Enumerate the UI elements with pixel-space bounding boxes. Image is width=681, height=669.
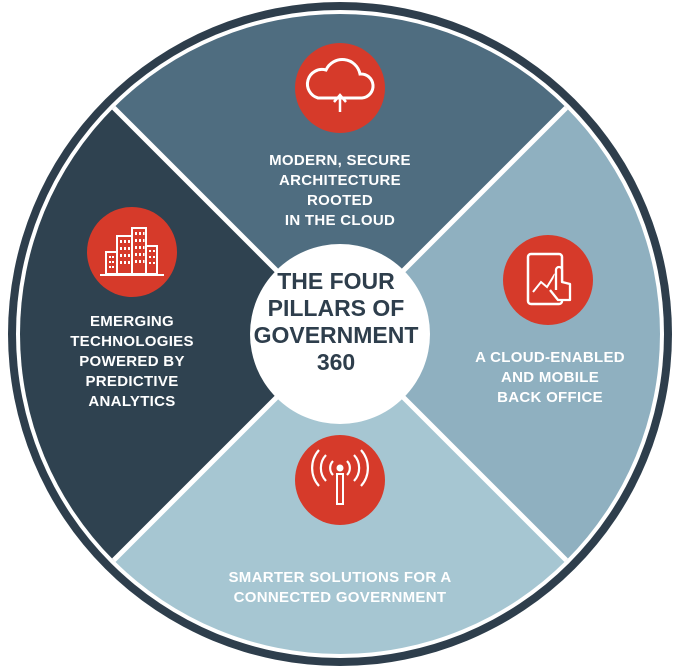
center-title: THE FOUR PILLARS OF GOVERNMENT 360	[253, 268, 419, 375]
pillar-left-label: EMERGING TECHNOLOGIES POWERED BY PREDICT…	[70, 313, 194, 410]
pillar-bottom-label: SMARTER SOLUTIONS FOR A CONNECTED GOVERN…	[228, 569, 452, 606]
tablet-touch-icon	[503, 235, 593, 325]
pillar-top-label: MODERN, SECURE ARCHITECTURE ROOTED IN TH…	[269, 152, 411, 229]
cloud-upload-icon	[295, 43, 385, 133]
center-circle	[250, 244, 430, 424]
pillar-right-label: A CLOUD-ENABLED AND MOBILE BACK OFFICE	[475, 349, 625, 406]
city-buildings-icon	[87, 207, 177, 297]
antenna-signal-icon	[295, 435, 385, 525]
